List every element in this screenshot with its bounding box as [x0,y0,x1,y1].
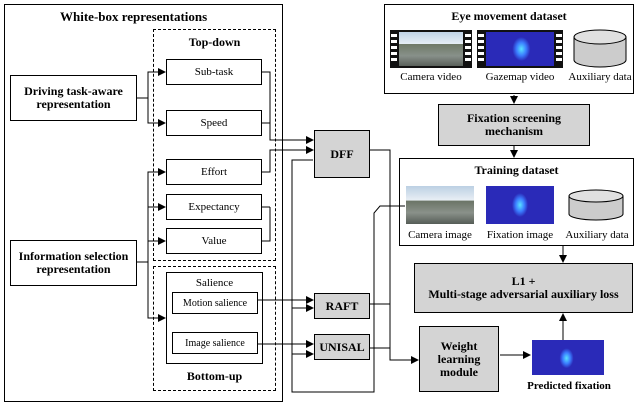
gazemap-video-label: Gazemap video [485,71,555,83]
auxiliary-data-label-top: Auxiliary data [568,71,632,83]
white-box-frame [4,4,283,402]
salience-frame [166,272,263,364]
predicted-fixation-thumbnail [532,340,604,375]
top-down-label: Top-down [188,35,241,49]
information-selection-box: Information selection representation [10,240,137,286]
white-box-title: White-box representations [60,9,208,24]
loss-line2: Multi-stage adversarial auxiliary loss [428,287,619,301]
gazemap-video-thumbnail [477,30,563,68]
expectancy-box: Expectancy [166,194,262,220]
raft-box: RAFT [314,293,370,319]
camera-video-thumbnail [390,30,472,68]
dff-box: DFF [314,130,370,178]
fixation-screening-box: Fixation screening mechanism [438,104,590,146]
salience-title: Salience [195,277,234,289]
value-box: Value [166,228,262,254]
eye-dataset-title: Eye movement dataset [451,9,567,23]
loss-box: L1 + Multi-stage adversarial auxiliary l… [414,263,633,313]
image-salience-box: Image salience [172,332,258,354]
eye-dataset-frame [384,4,634,94]
bottom-up-label: Bottom-up [186,369,243,383]
camera-image-thumbnail [406,186,474,224]
auxiliary-data-label-training: Auxiliary data [565,229,629,241]
effort-box: Effort [166,159,262,185]
bottom-up-frame [153,266,276,391]
training-dataset-title: Training dataset [474,163,559,177]
speed-box: Speed [166,110,262,136]
top-down-frame [153,29,276,261]
weight-learning-box: Weight learning module [419,326,499,392]
loss-line1: L1 + [511,274,536,288]
fixation-image-label: Fixation image [486,229,554,241]
motion-salience-box: Motion salience [172,292,258,314]
predicted-fixation-label: Predicted fixation [527,380,611,392]
driving-task-aware-box: Driving task-aware representation [10,75,137,121]
fixation-image-thumbnail [486,186,554,224]
unisal-box: UNISAL [314,334,370,360]
sub-task-box: Sub-task [166,59,262,85]
camera-image-label: Camera image [408,229,472,241]
camera-video-label: Camera video [400,71,462,83]
training-dataset-frame [399,158,634,246]
